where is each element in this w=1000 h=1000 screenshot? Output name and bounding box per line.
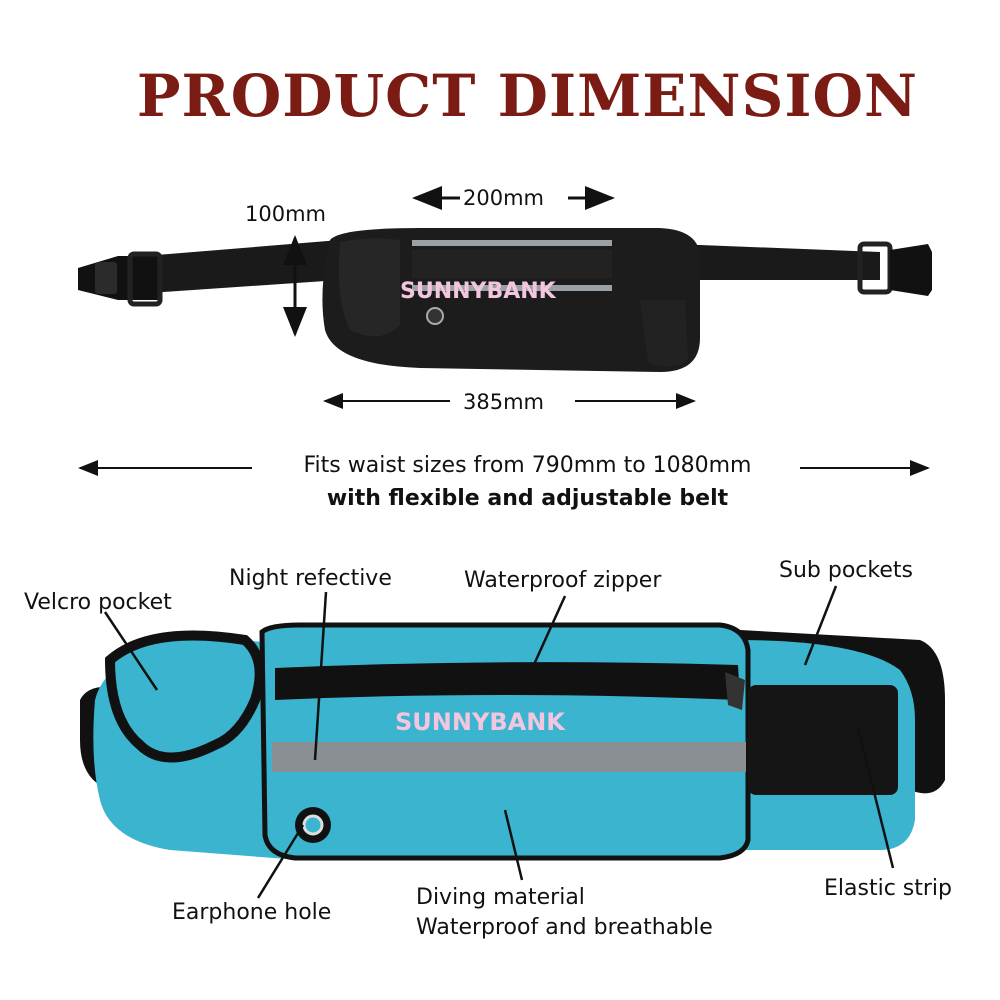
top-belt-image — [78, 228, 932, 372]
pouch-width-label: 200mm — [463, 186, 544, 210]
bottom-belt-image — [80, 622, 945, 861]
diving-material-label: Diving material — [416, 885, 585, 910]
left-buckle-icon — [78, 251, 163, 307]
earphone-hole-pointer — [256, 824, 305, 899]
earphone-hole-label: Earphone hole — [172, 900, 332, 925]
night-reflective-label: Night refective — [229, 566, 392, 591]
sub-pockets-pointer — [803, 585, 838, 666]
bottom-brand-logo: SUNNYBANK — [395, 708, 566, 736]
top-brand-logo: SUNNYBANK — [400, 279, 557, 304]
night-reflective-pointer — [313, 591, 328, 761]
sub-pockets-label: Sub pockets — [779, 558, 913, 583]
elastic-strip-label: Elastic strip — [824, 876, 952, 901]
right-buckle-icon — [857, 241, 932, 296]
elastic-strip-pointer — [856, 727, 895, 869]
velcro-pocket-pointer — [103, 611, 159, 691]
height-label: 100mm — [245, 202, 326, 226]
velcro-pocket-label: Velcro pocket — [24, 590, 172, 615]
diving-material-sublabel: Waterproof and breathable — [416, 915, 713, 940]
waterproof-zipper-pointer — [525, 595, 567, 681]
page-title: PRODUCT DIMENSION — [136, 62, 919, 130]
waist-fit-subline: with flexible and adjustable belt — [326, 486, 729, 511]
waterproof-zipper-label: Waterproof zipper — [464, 568, 662, 593]
waist-fit-line: Fits waist sizes from 790mm to 1080mm — [303, 453, 752, 478]
total-width-label: 385mm — [463, 390, 544, 414]
diving-material-pointer — [503, 809, 524, 881]
